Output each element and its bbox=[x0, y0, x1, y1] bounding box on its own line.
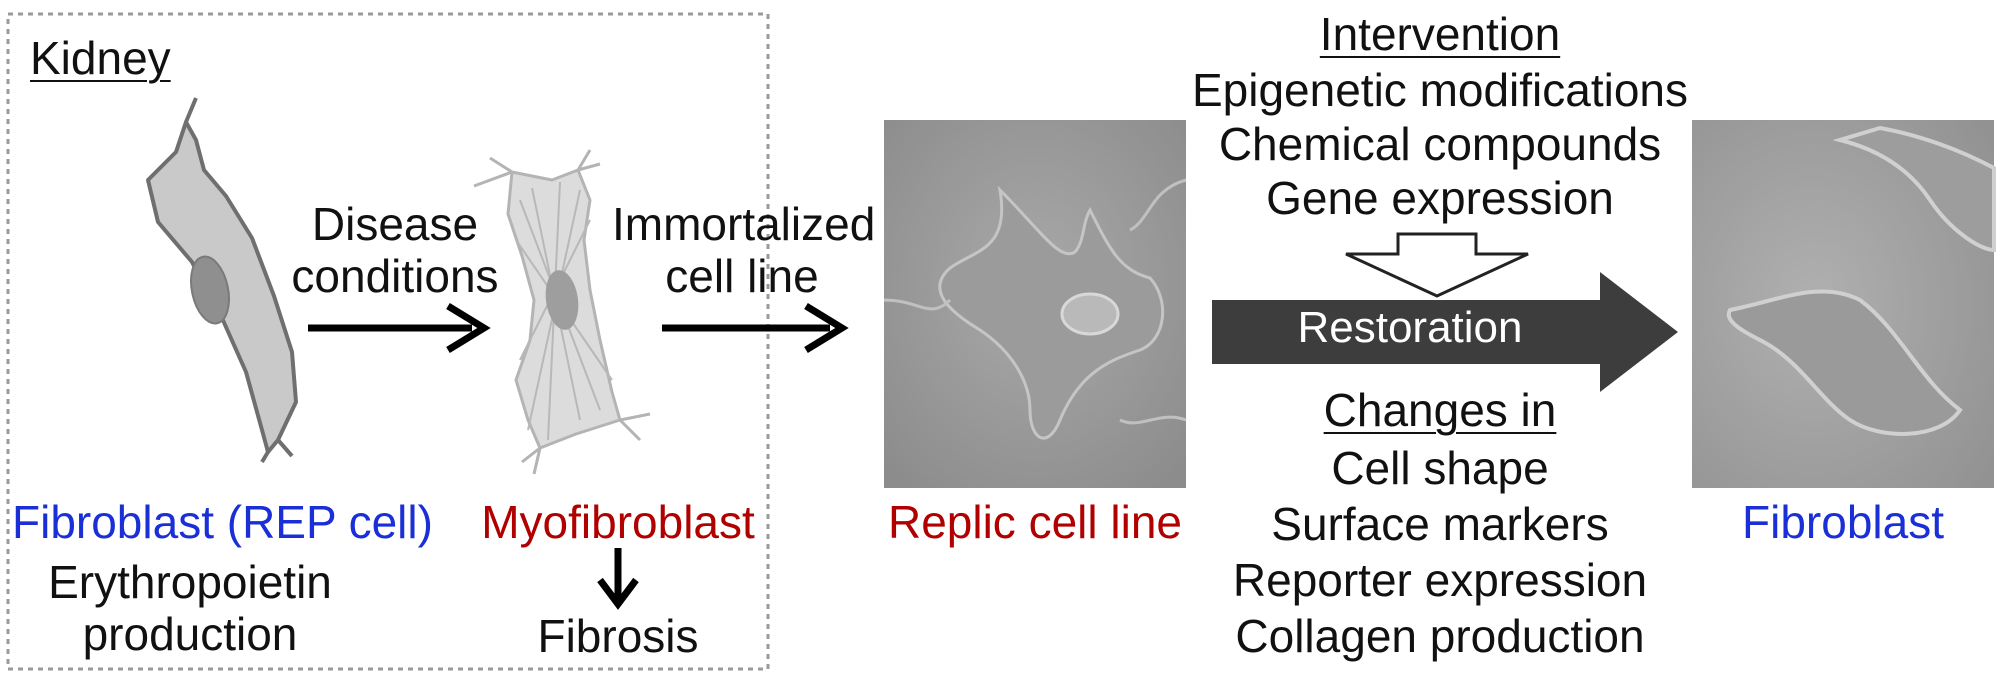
disease-line1: Disease bbox=[311, 198, 479, 250]
fibrosis-arrow bbox=[597, 548, 639, 610]
fibroblast-result-label: Fibroblast bbox=[1742, 496, 1944, 548]
fibroblast-cell-icon bbox=[146, 97, 298, 464]
intervention-heading: Intervention bbox=[1319, 8, 1561, 60]
erythropoietin-label: Erythropoietin production bbox=[40, 556, 340, 660]
kidney-box bbox=[6, 12, 770, 671]
changes-heading: Changes in bbox=[1323, 384, 1557, 436]
kidney-title: Kidney bbox=[30, 32, 171, 84]
immortalized-label: Immortalized cell line bbox=[612, 198, 876, 302]
changes-item: Cell shape bbox=[1331, 442, 1549, 494]
changes-item: Surface markers bbox=[1271, 498, 1609, 550]
epo-line2: production bbox=[82, 608, 298, 660]
changes-item: Collagen production bbox=[1235, 610, 1645, 662]
myofibroblast-cell-icon bbox=[473, 149, 651, 475]
fibrosis-label: Fibrosis bbox=[537, 610, 699, 662]
immortalized-arrow bbox=[662, 303, 849, 353]
disease-conditions-label: Disease conditions bbox=[270, 198, 520, 302]
fibroblast-nucleus bbox=[190, 255, 230, 325]
fibroblast-rep-label: Fibroblast (REP cell) bbox=[12, 496, 433, 548]
replic-micrograph bbox=[883, 120, 1187, 488]
intervention-item: Gene expression bbox=[1266, 172, 1614, 224]
restoration-arrow bbox=[1212, 272, 1678, 392]
intervention-down-arrow bbox=[1345, 232, 1529, 298]
intervention-item: Chemical compounds bbox=[1218, 118, 1662, 170]
replic-cell-line-label: Replic cell line bbox=[887, 496, 1182, 548]
myofibroblast-label: Myofibroblast bbox=[481, 496, 755, 548]
disease-line2: conditions bbox=[291, 250, 499, 302]
myofibroblast-nucleus bbox=[545, 270, 579, 330]
restoration-label: Restoration bbox=[1297, 303, 1523, 352]
fibroblast-micrograph bbox=[1692, 120, 1996, 488]
immortalized-line2: cell line bbox=[665, 250, 819, 302]
changes-item: Reporter expression bbox=[1232, 554, 1648, 606]
epo-line1: Erythropoietin bbox=[48, 556, 332, 608]
disease-arrow bbox=[308, 303, 491, 353]
intervention-item: Epigenetic modifications bbox=[1191, 64, 1689, 116]
immortalized-line1: Immortalized bbox=[612, 198, 876, 250]
